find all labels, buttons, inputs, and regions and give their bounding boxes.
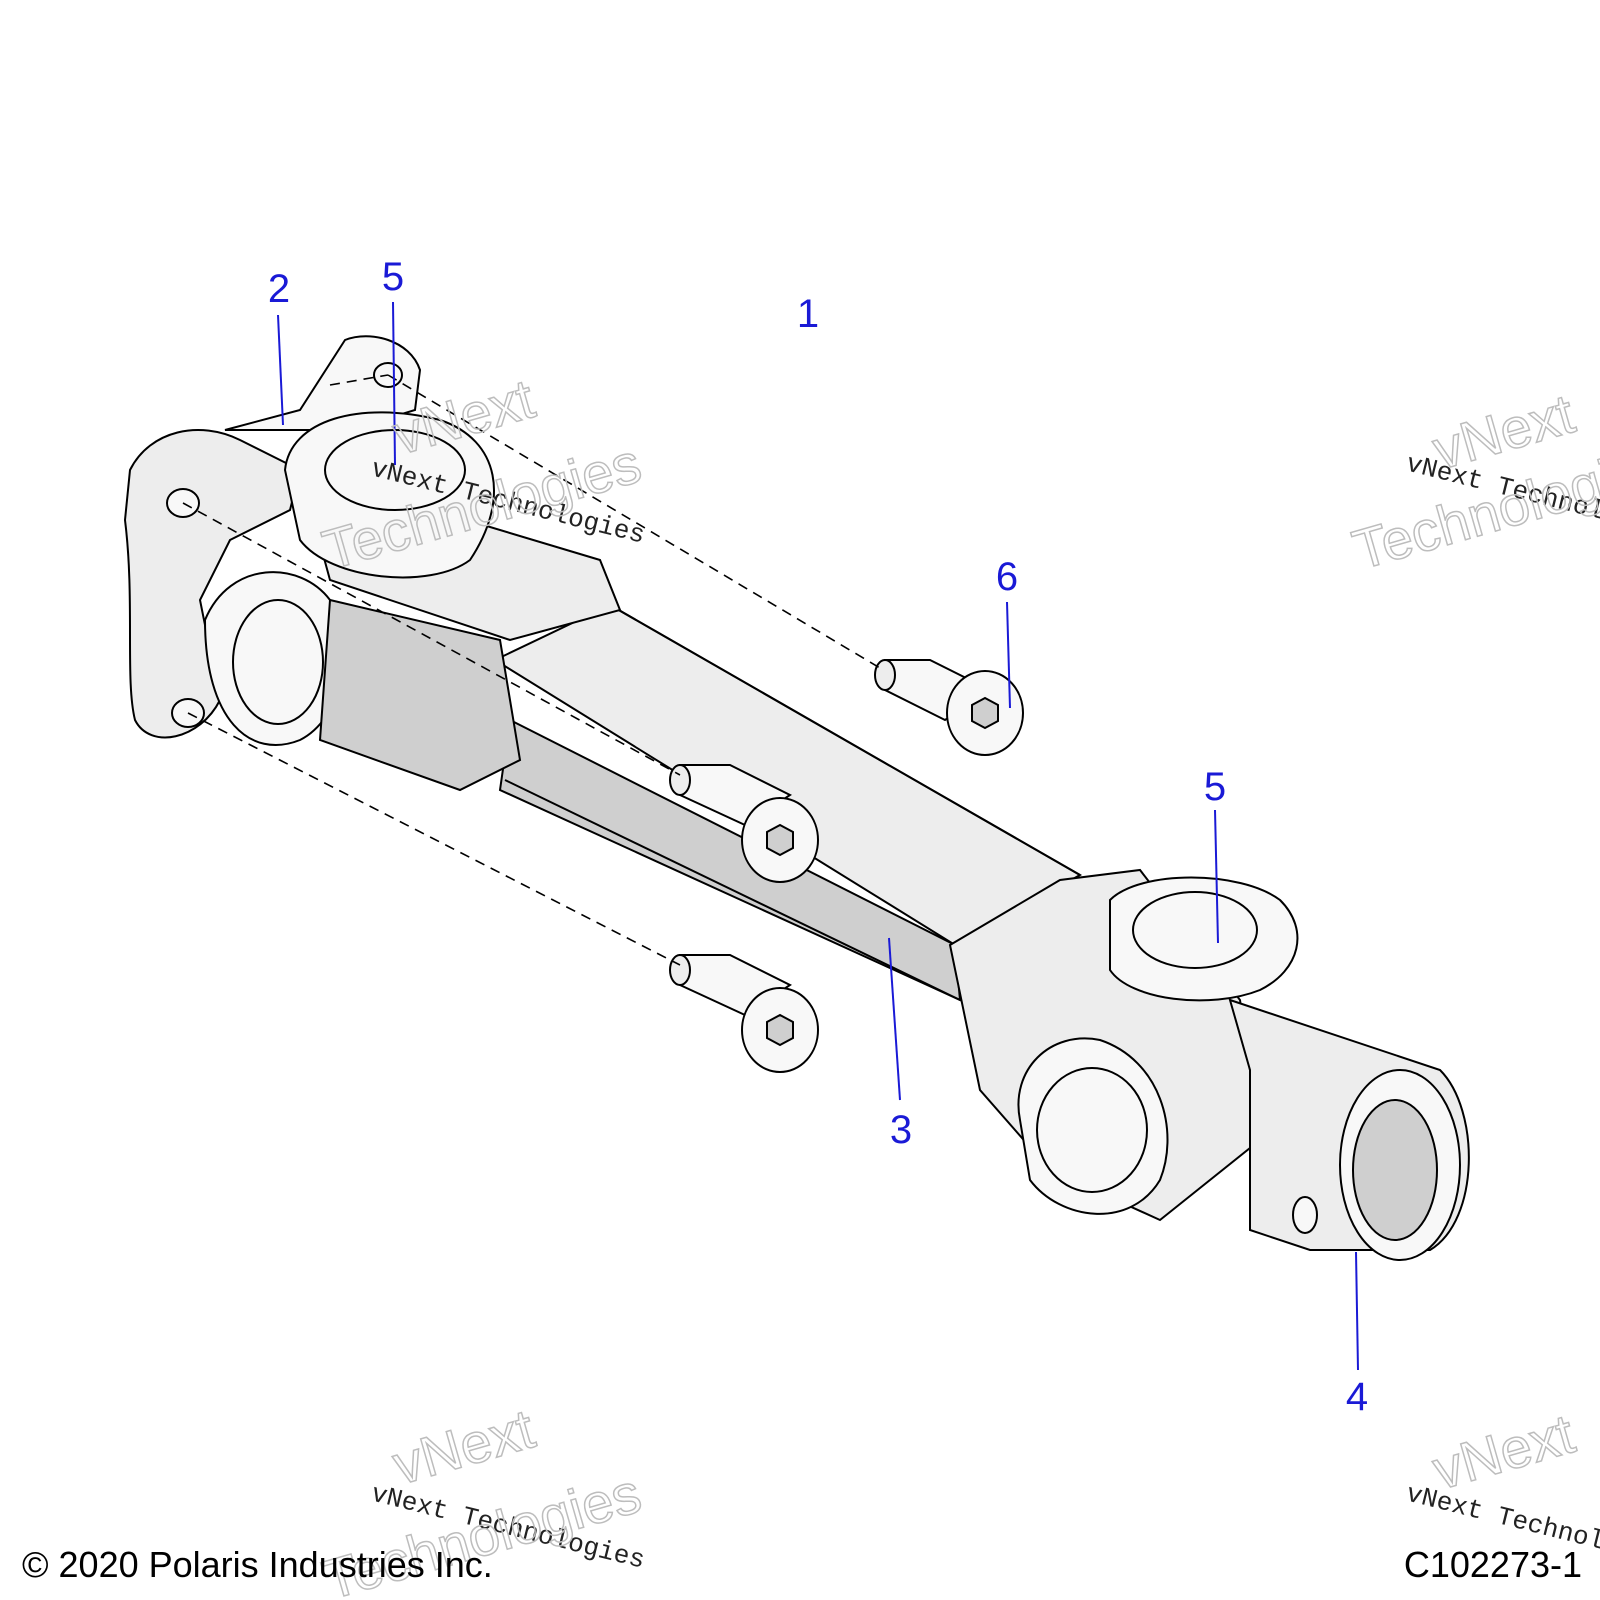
svg-text:vNext: vNext <box>386 1396 541 1496</box>
figure-id: C102273-1 <box>1403 1544 1582 1585</box>
callout-3: 3 <box>890 1108 912 1152</box>
callout-2: 2 <box>268 267 290 311</box>
svg-text:vNext: vNext <box>1426 1401 1581 1501</box>
flange-yoke <box>123 335 622 792</box>
callout-5-left: 5 <box>382 255 404 299</box>
leader-lines <box>277 301 1359 1371</box>
callout-6: 6 <box>996 555 1018 599</box>
slip-yoke <box>948 868 1470 1261</box>
driveshaft-tube <box>492 603 1083 1002</box>
callout-labels: 1 2 3 4 5 5 6 <box>268 255 1368 1419</box>
callout-1: 1 <box>797 292 819 336</box>
callout-5-right: 5 <box>1204 765 1226 809</box>
bolt-upper <box>874 659 1024 756</box>
bolt-lower <box>669 954 819 1073</box>
callout-4: 4 <box>1346 1375 1368 1419</box>
copyright-text: © 2020 Polaris Industries Inc. <box>22 1544 493 1585</box>
bolt-middle <box>669 764 819 883</box>
assembly-lines <box>182 374 881 966</box>
